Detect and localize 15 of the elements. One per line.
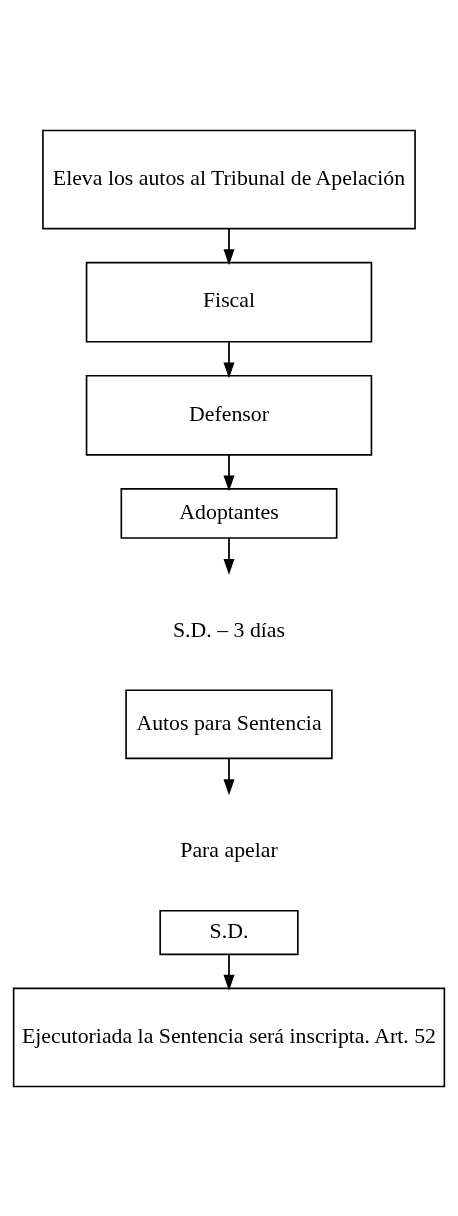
label: S.D. – 3 días: [172, 617, 286, 642]
node-box: Adoptantes: [120, 487, 338, 539]
node-box: Ejecutoriada la Sentencia será inscripta. Art. 52: [12, 987, 446, 1087]
label: Para apelar: [180, 837, 278, 862]
node-box: Fiscal: [85, 261, 373, 343]
node-box: Defensor: [85, 374, 373, 456]
arrow: [223, 227, 235, 265]
arrow: [223, 953, 235, 991]
arrow: [223, 536, 235, 575]
arrow: [223, 340, 235, 378]
node-box: S.D.: [159, 909, 299, 955]
node-box: Eleva los autos al Tribunal de Apelación: [42, 129, 416, 229]
node-box: Autos para Sentencia: [125, 688, 333, 759]
arrow: [223, 757, 235, 795]
arrow: [223, 453, 235, 491]
